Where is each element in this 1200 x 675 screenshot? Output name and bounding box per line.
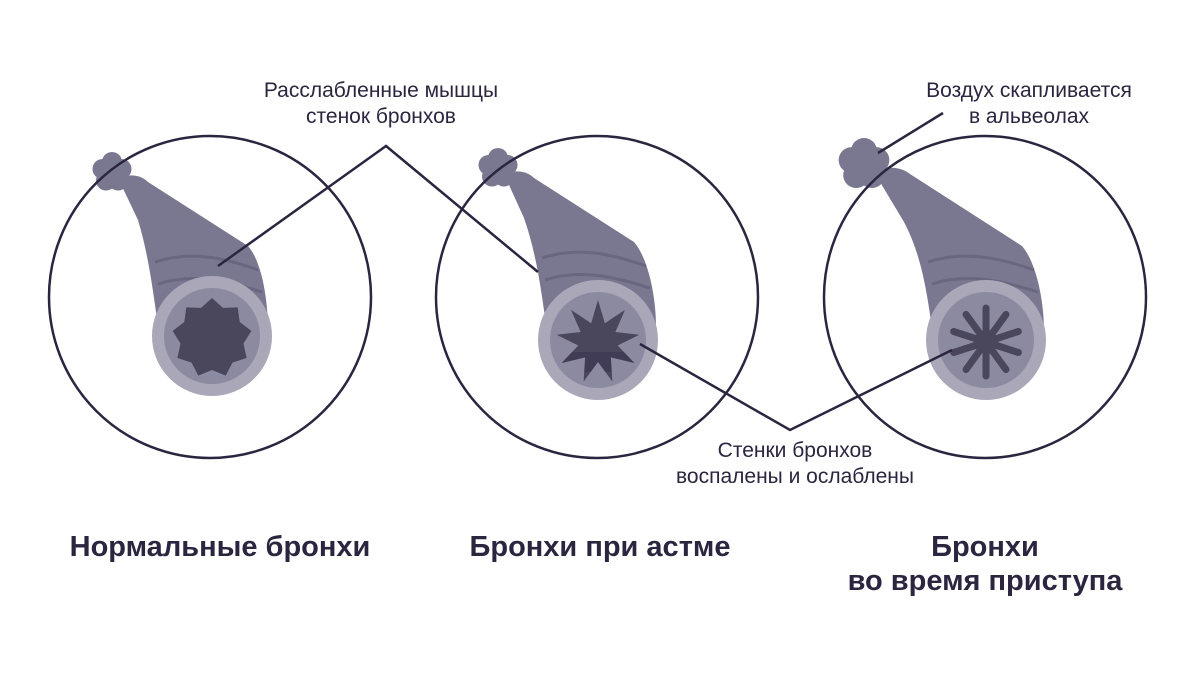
caption-normal-bronchi-line1: Нормальные бронхи	[69, 531, 371, 563]
panel-frame-attack	[822, 134, 1148, 460]
caption-asthma-bronchi-line1: Бронхи при астме	[469, 531, 731, 563]
bronchus-fold	[927, 254, 1039, 294]
lumen-center	[974, 330, 998, 354]
caption-attack-bronchi-line1: Бронхи	[931, 531, 1039, 563]
panel-attack-bronchi	[822, 134, 1148, 460]
caption-normal-bronchi: Нормальные бронхи	[40, 530, 400, 564]
bronchus-fold	[541, 250, 651, 290]
callout-relaxed-muscles-line2: стенок бронхов	[306, 105, 456, 128]
caption-attack-bronchi: Бронхи во время приступа	[800, 530, 1170, 598]
leader-lines	[217, 111, 953, 432]
callout-air-accumulates-line2: в альвеолах	[968, 105, 1090, 128]
leader-relaxed-muscles	[217, 144, 539, 273]
leader-walls-inflamed	[639, 342, 953, 432]
bronchus-lumen	[172, 298, 252, 376]
callout-walls-inflamed-line2: воспалены и ослаблены	[676, 465, 914, 488]
callout-walls-inflamed: Стенки бронхов воспалены и ослаблены	[640, 438, 950, 490]
caption-asthma-bronchi: Бронхи при астме	[420, 530, 780, 564]
panel-asthma-bronchi	[434, 134, 760, 460]
panel-normal-bronchi	[47, 134, 373, 460]
callout-air-accumulates-line1: Воздух скапливается	[926, 79, 1132, 102]
panel-frame-asthma	[434, 134, 760, 460]
callout-relaxed-muscles-line1: Расслабленные мышцы	[263, 79, 499, 102]
bronchus-lumen-constricted	[950, 304, 1022, 380]
callout-walls-inflamed-line1: Стенки бронхов	[717, 439, 873, 462]
panel-frame-normal	[47, 134, 373, 460]
callout-relaxed-muscles: Расслабленные мышцы стенок бронхов	[226, 78, 536, 130]
caption-attack-bronchi-line2: во время приступа	[847, 565, 1123, 597]
leader-air-accumulates	[877, 111, 944, 155]
callout-air-accumulates: Воздух скапливается в альвеолах	[898, 78, 1160, 130]
